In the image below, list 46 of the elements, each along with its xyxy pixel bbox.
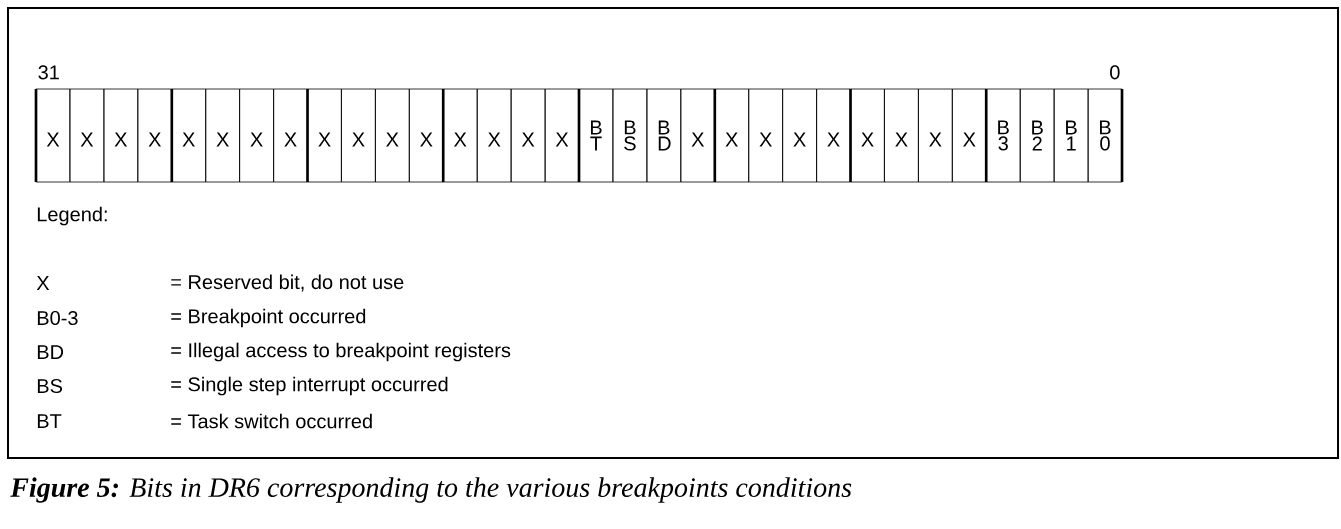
register-cell: X xyxy=(341,88,376,183)
register-cell: X xyxy=(307,88,342,183)
legend-description: = Illegal access to breakpoint registers xyxy=(171,342,511,362)
register-cell: X xyxy=(442,88,478,183)
register-cell: X xyxy=(171,88,207,183)
legend-description: = Task switch occurred xyxy=(171,413,372,429)
register-cell: B T xyxy=(578,88,614,183)
register-cell: X xyxy=(239,88,274,183)
legend-key: BT xyxy=(37,414,62,428)
legend-description: = Single step interrupt occurred xyxy=(171,376,448,396)
register-cell: B 0 xyxy=(1087,88,1123,183)
register-cell: B D xyxy=(646,88,682,183)
legend-key: BS xyxy=(37,378,63,394)
register-cell: B 2 xyxy=(1019,88,1055,183)
register-cell: X xyxy=(408,88,444,183)
legend-key: BD xyxy=(37,345,64,359)
register-cell: X xyxy=(69,88,105,183)
legend-key: B0-3 xyxy=(37,310,78,326)
register-cell: X xyxy=(137,88,173,183)
register-cell: X xyxy=(884,88,919,183)
caption: Figure 5: Bits in DR6 corresponding to the various breakpoints conditions xyxy=(10,477,852,503)
register-cell: X xyxy=(510,88,546,183)
register-cell: X xyxy=(918,88,953,183)
legend-description: = Breakpoint occurred xyxy=(171,308,366,328)
legend-description: = Reserved bit, do not use xyxy=(171,274,404,292)
legend-key: X xyxy=(36,276,50,290)
register-cell: X xyxy=(35,88,71,183)
register-cell: X xyxy=(103,88,139,183)
legend-heading: Legend: xyxy=(37,206,107,226)
register-cell: X xyxy=(476,88,512,183)
register-cell: X xyxy=(273,88,308,183)
register-cell: X xyxy=(205,88,240,183)
register-cell: B 1 xyxy=(1053,88,1089,183)
register-cell: B S xyxy=(612,88,648,183)
bit-number: 0 xyxy=(1110,65,1120,80)
register-cell: X xyxy=(544,88,580,183)
register-cell: X xyxy=(375,88,410,183)
register-cell: X xyxy=(951,88,987,183)
register-cell: X xyxy=(782,88,817,183)
register-cell: X xyxy=(748,88,783,183)
register-cell: X xyxy=(680,88,716,183)
bit-number: 31 xyxy=(38,65,59,80)
register-cell: B 3 xyxy=(985,88,1021,183)
register-cell: X xyxy=(816,88,851,183)
register-cell: X xyxy=(850,88,885,183)
register-cell: X xyxy=(714,88,750,183)
